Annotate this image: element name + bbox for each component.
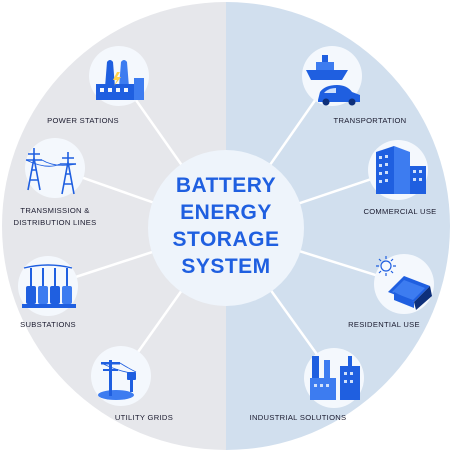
node-substations: SUBSTATIONS bbox=[18, 256, 78, 329]
factory-icon bbox=[310, 356, 360, 400]
office-building-icon bbox=[376, 146, 426, 194]
power-stations-label: POWER STATIONS bbox=[47, 116, 119, 125]
title-line-2: ENERGY bbox=[180, 201, 272, 224]
node-utility-grids: UTILITY GRIDS bbox=[91, 346, 173, 422]
commercial-label: COMMERCIAL USE bbox=[363, 207, 436, 216]
title-line-4: SYSTEM bbox=[181, 255, 270, 278]
node-industrial: INDUSTRIAL SOLUTIONS bbox=[250, 348, 364, 422]
node-power-stations: POWER STATIONS bbox=[47, 46, 149, 125]
node-commercial: COMMERCIAL USE bbox=[363, 140, 436, 216]
residential-label: RESIDENTIAL USE bbox=[348, 320, 420, 329]
node-transportation: TRANSPORTATION bbox=[302, 46, 406, 125]
substations-label: SUBSTATIONS bbox=[20, 320, 76, 329]
solar-house-icon bbox=[376, 256, 432, 310]
ship-and-car-icon bbox=[306, 55, 360, 106]
transmission-label-2: DISTRIBUTION LINES bbox=[13, 218, 96, 227]
title-line-1: BATTERY bbox=[176, 174, 276, 197]
transportation-label: TRANSPORTATION bbox=[334, 116, 407, 125]
sun-icon bbox=[376, 256, 396, 276]
utility-pole-icon bbox=[98, 360, 137, 400]
utility-grids-label: UTILITY GRIDS bbox=[115, 413, 173, 422]
industrial-label: INDUSTRIAL SOLUTIONS bbox=[250, 413, 347, 422]
node-residential: RESIDENTIAL USE bbox=[348, 254, 434, 329]
title-line-3: STORAGE bbox=[173, 228, 280, 251]
substation-icon bbox=[22, 264, 76, 308]
transmission-tower-icon bbox=[25, 148, 77, 195]
node-transmission: TRANSMISSION & DISTRIBUTION LINES bbox=[13, 138, 96, 227]
center-hub: BATTERY ENERGY STORAGE SYSTEM bbox=[148, 150, 304, 306]
transmission-label-1: TRANSMISSION & bbox=[20, 206, 89, 215]
power-station-icon bbox=[96, 60, 144, 100]
